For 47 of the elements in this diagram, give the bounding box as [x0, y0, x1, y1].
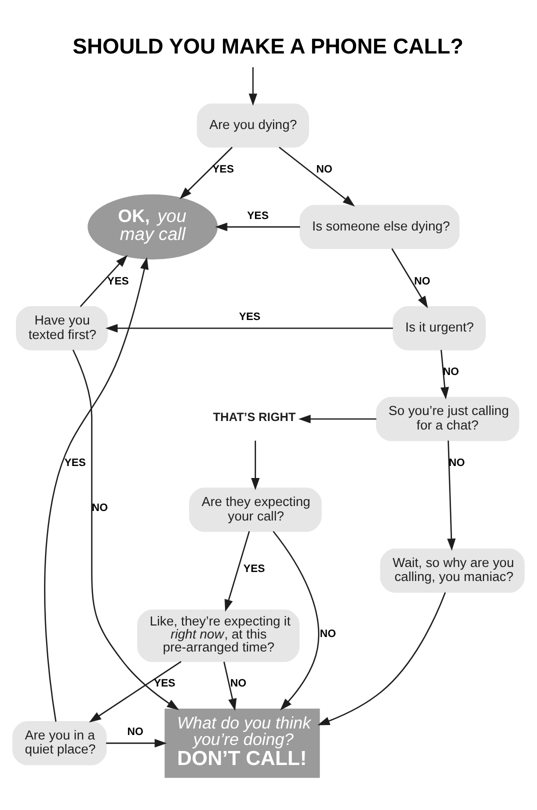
- edge-label: NO: [316, 163, 332, 176]
- node-ellipse: OK, you may call: [88, 194, 218, 260]
- node-box: What do you think you’re doing? DON’T CALL!: [164, 708, 320, 778]
- arrow: [106, 738, 167, 748]
- edge-label: YES: [64, 456, 86, 469]
- arrow: [180, 146, 233, 200]
- edge-label: YES: [247, 210, 269, 222]
- edge-label: NO: [442, 366, 459, 378]
- node-box: Have you texted first?: [16, 306, 108, 350]
- arrow: [391, 248, 428, 308]
- arrow: [215, 222, 300, 232]
- edge-label: YES: [107, 275, 129, 288]
- edge-label: YES: [212, 163, 234, 176]
- arrow: [318, 592, 446, 726]
- node-box: Are they expecting your call?: [189, 488, 322, 532]
- arrow: [248, 67, 258, 106]
- arrow: [278, 146, 355, 206]
- node-box: Like, they’re expecting it right now, at this pre-arranged time?: [137, 609, 300, 662]
- arrow: [89, 661, 182, 722]
- arrow: [80, 254, 128, 307]
- edge-label: NO: [230, 678, 246, 690]
- edge-label: YES: [154, 678, 176, 690]
- edge-label: NO: [127, 726, 144, 738]
- node-box: Wait, so why are you calling, you maniac?: [380, 548, 525, 593]
- edge-label: NO: [414, 275, 430, 288]
- arrow: [272, 530, 320, 710]
- arrow: [44, 257, 149, 722]
- node-box: Are you dying?: [196, 103, 310, 148]
- node-box: Is it urgent?: [392, 306, 486, 350]
- arrow: [298, 414, 376, 424]
- node-text: THAT’S RIGHT: [212, 410, 296, 424]
- edge-label: NO: [92, 502, 108, 514]
- edge-label: YES: [243, 563, 265, 576]
- edge-label: NO: [320, 628, 336, 640]
- arrow: [72, 350, 180, 710]
- edge-label: YES: [238, 311, 260, 324]
- node-box: Is someone else dying?: [300, 204, 460, 249]
- arrow: [440, 350, 449, 400]
- arrow: [223, 662, 237, 711]
- arrow: [447, 440, 456, 551]
- arrow: [251, 440, 260, 490]
- node-box: Are you in a quiet place?: [12, 721, 107, 766]
- diagram-title: SHOULD YOU MAKE A PHONE CALL?: [72, 34, 464, 59]
- arrow: [105, 324, 393, 333]
- node-box: So you’re just calling for a chat?: [376, 396, 520, 442]
- edge-label: NO: [448, 456, 465, 469]
- arrow: [224, 531, 250, 612]
